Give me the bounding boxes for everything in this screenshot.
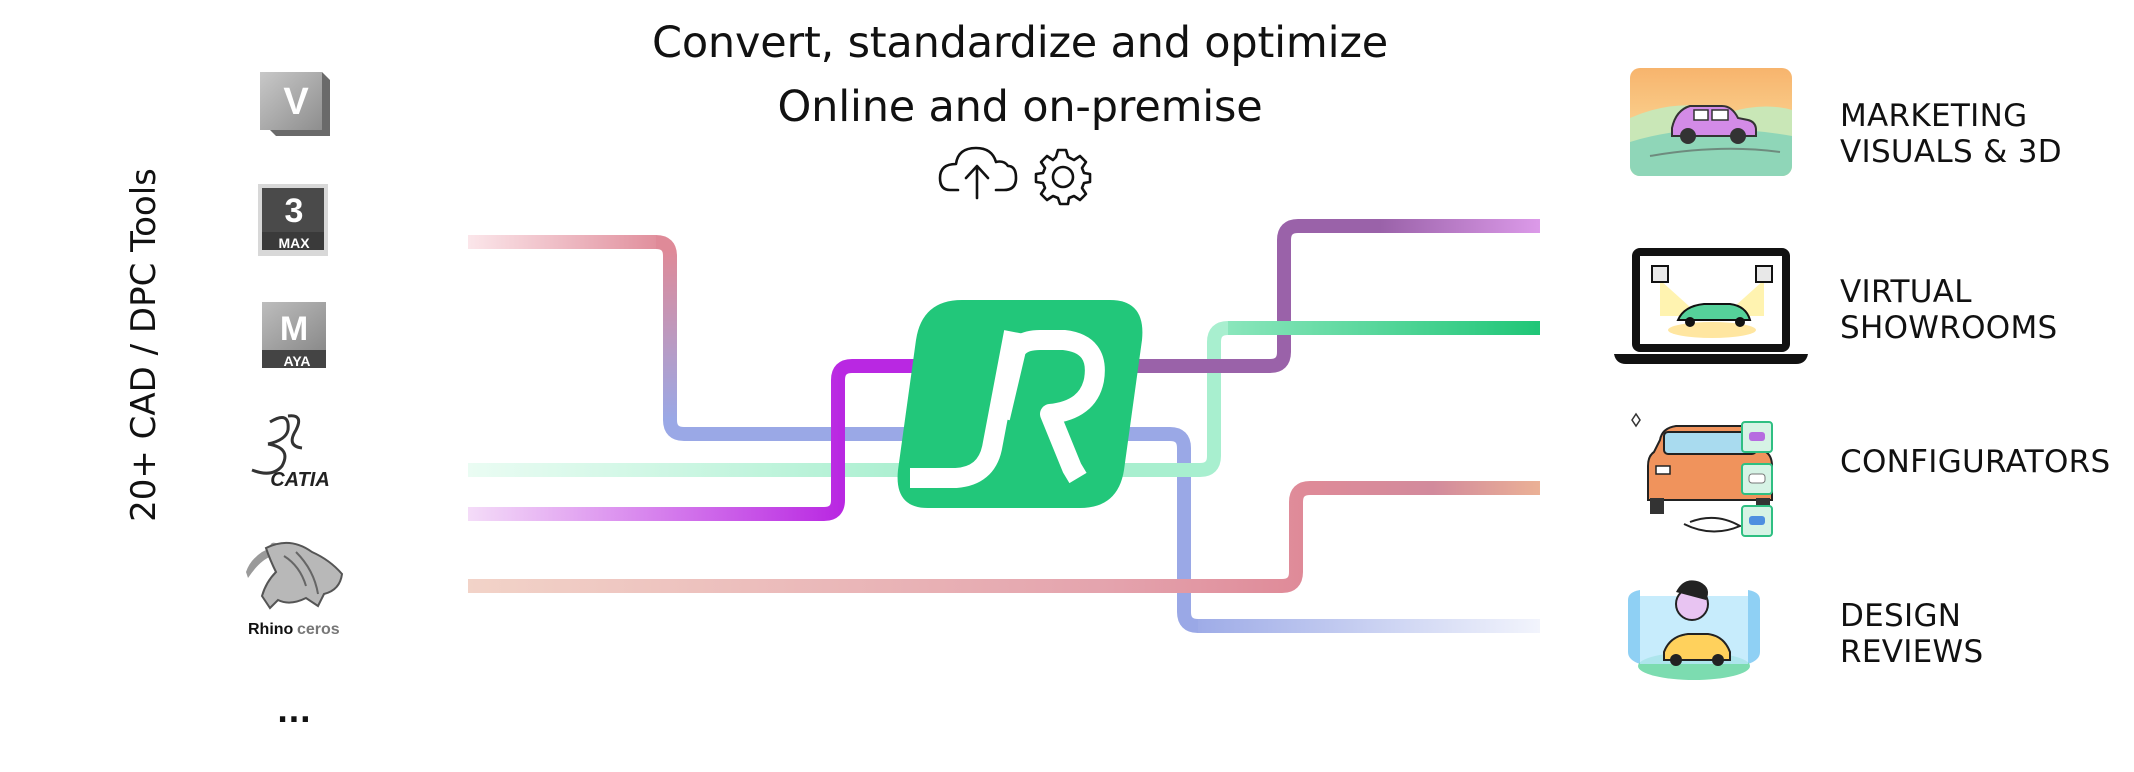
svg-text:V: V — [283, 81, 309, 123]
design-reviews-image — [1628, 580, 1760, 680]
use-case-showrooms-line1: VIRTUAL — [1840, 274, 1972, 310]
svg-text:MAX: MAX — [278, 235, 310, 251]
more-tools-ellipsis: ... — [277, 695, 311, 730]
svg-text:3: 3 — [285, 192, 304, 230]
marketing-visuals-image — [1630, 68, 1792, 176]
use-case-design-line2: REVIEWS — [1840, 634, 1984, 670]
svg-text:CATIA: CATIA — [270, 469, 330, 491]
use-case-marketing-line1: MARKETING — [1840, 98, 2028, 134]
gear-icon — [1034, 148, 1092, 206]
maya-icon: M AYA — [262, 302, 326, 369]
rapid-compact-logo — [897, 300, 1143, 508]
vred-icon: V — [260, 72, 330, 136]
use-case-marketing-line2: VISUALS & 3D — [1840, 134, 2062, 170]
configurators-image — [1631, 412, 1773, 537]
purple-path — [468, 359, 940, 521]
svg-text:AYA: AYA — [284, 353, 311, 369]
violet-path — [1130, 219, 1540, 373]
svg-text:Rhino: Rhino — [248, 621, 294, 638]
svg-text:ceros: ceros — [297, 621, 340, 638]
use-case-design-line1: DESIGN — [1840, 598, 1962, 634]
use-case-configurators: CONFIGURATORS — [1840, 444, 2110, 480]
3ds-max-icon: 3 MAX — [258, 184, 328, 256]
pink-path-bend — [655, 235, 677, 420]
use-case-configurators-line1: CONFIGURATORS — [1840, 444, 2111, 480]
use-case-marketing: MARKETING VISUALS & 3D — [1840, 98, 2062, 170]
use-case-showrooms-line2: SHOWROOMS — [1840, 310, 2058, 346]
rhinoceros-icon: Rhino ceros — [246, 541, 344, 638]
virtual-showrooms-image — [1614, 248, 1808, 364]
peach-path — [468, 481, 1540, 593]
mint-path — [468, 321, 1300, 477]
heading-line-2: Online and on-premise — [777, 82, 1263, 132]
heading-line-1: Convert, standardize and optimize — [652, 18, 1388, 68]
cloud-upload-icon — [938, 146, 1018, 200]
use-case-design-reviews: DESIGN REVIEWS — [1840, 598, 1984, 670]
catia-icon: CATIA — [251, 414, 330, 491]
blue-path-a — [663, 419, 1540, 633]
svg-text:M: M — [280, 310, 308, 348]
input-paths — [468, 219, 1540, 633]
use-case-virtual-showrooms: VIRTUAL SHOWROOMS — [1840, 274, 2058, 346]
